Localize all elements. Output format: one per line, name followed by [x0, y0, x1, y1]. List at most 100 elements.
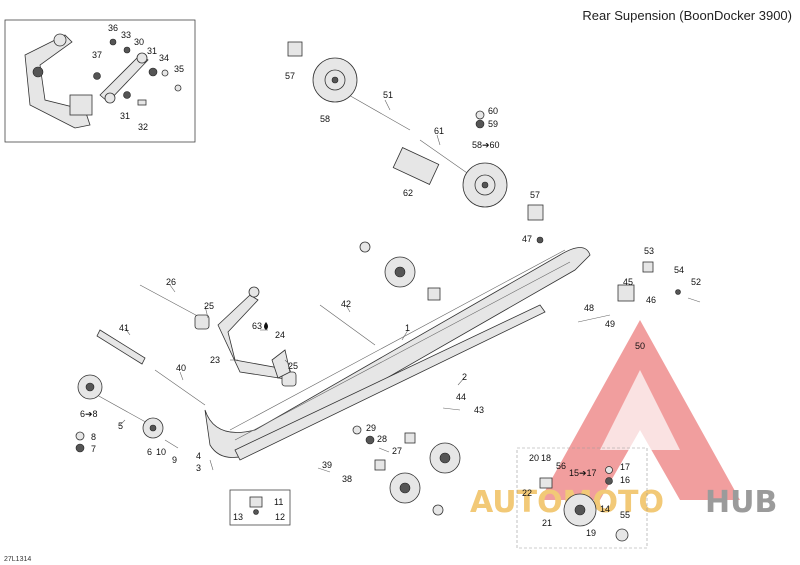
callout-52: 52: [691, 277, 701, 287]
callout-60: 60: [488, 106, 498, 116]
callout-58-60: 58➔60: [472, 140, 500, 150]
callout-24: 24: [275, 330, 285, 340]
shaft-42: [319, 304, 376, 346]
callout-47: 47: [522, 234, 532, 244]
callout-63: 63: [252, 321, 262, 331]
callout-30: 30: [134, 37, 144, 47]
callout-15-17: 15➔17: [569, 468, 597, 478]
callout-62: 62: [403, 188, 413, 198]
callout-17: 17: [620, 462, 630, 472]
callout-36: 36: [108, 23, 118, 33]
callout-18: 18: [541, 453, 551, 463]
callout-42: 42: [341, 299, 351, 309]
bolt-38: [317, 467, 331, 473]
slider-shoe: [234, 304, 546, 461]
callout-8: 8: [91, 432, 96, 442]
callout-38: 38: [342, 474, 352, 484]
inset-box-small: [229, 489, 291, 526]
cap-rear: [432, 504, 444, 516]
small-inset-drawing: [249, 496, 263, 515]
callout-14: 14: [600, 504, 610, 514]
callout-21: 21: [542, 518, 552, 528]
callout-5: 5: [118, 421, 123, 431]
callout-27: 27: [392, 446, 402, 456]
wheel-10: [142, 417, 164, 439]
block-rear-b: [374, 459, 386, 471]
bearing-16: [605, 477, 613, 485]
wheel-6-8: [77, 374, 103, 400]
callout-31b: 31: [120, 111, 130, 121]
callout-6: 6: [147, 447, 152, 457]
callout-45: 45: [623, 277, 633, 287]
callout-11: 11: [274, 497, 283, 507]
wheel-rear-c: [563, 493, 597, 527]
callout-43: 43: [474, 405, 484, 415]
callout-46: 46: [646, 295, 656, 305]
callout-55: 55: [620, 510, 630, 520]
inset-box-arm: [4, 19, 196, 143]
callout-34: 34: [159, 53, 169, 63]
plate-53: [642, 261, 654, 273]
nut-28: [365, 435, 375, 445]
callout-50: 50: [635, 341, 645, 351]
bracket-57-top: [287, 41, 303, 57]
callout-53: 53: [644, 246, 654, 256]
figure-code: 27L1314: [4, 556, 32, 563]
callout-6-8: 6➔8: [80, 409, 98, 419]
washer-54: [675, 289, 681, 295]
grease-drop-icon: [264, 322, 268, 330]
callout-7: 7: [91, 444, 96, 454]
washer-17: [605, 466, 613, 474]
wheel-58-60: [462, 162, 508, 208]
callout-29: 29: [366, 423, 376, 433]
block-rear: [404, 432, 416, 444]
spacer-62: [392, 147, 440, 185]
bolt-3: [209, 459, 214, 471]
callout-58: 58: [320, 114, 330, 124]
callout-25a: 25: [204, 301, 214, 311]
axle-51: [339, 89, 411, 131]
block-22: [539, 477, 553, 489]
nut-47: [536, 236, 544, 244]
callout-28: 28: [377, 434, 387, 444]
callout-61: 61: [434, 126, 444, 136]
bearing-59: [475, 119, 485, 129]
leader-lines: [119, 99, 466, 426]
inset-arm-drawing: [24, 33, 182, 129]
bolt-52: [687, 297, 701, 303]
arm-23: [194, 286, 297, 387]
callout-labels: 36 33 30 31 37 34 35 31 32 57 58 51 60 5…: [80, 23, 701, 538]
callout-32: 32: [138, 122, 148, 132]
callout-22: 22: [522, 488, 532, 498]
bushing-mid: [359, 241, 371, 253]
callout-51: 51: [383, 90, 393, 100]
callout-31a: 31: [147, 46, 157, 56]
callout-37: 37: [92, 50, 102, 60]
watermark-text-hub: HUB: [705, 485, 777, 520]
shaft-41: [96, 329, 146, 365]
callout-26: 26: [166, 277, 176, 287]
callout-12: 12: [275, 512, 285, 522]
shaft-40: [154, 369, 206, 406]
seal-60: [475, 110, 485, 120]
bracket-rail: [427, 287, 441, 301]
washer-29: [352, 425, 362, 435]
callout-35: 35: [174, 64, 184, 74]
callout-39: 39: [322, 460, 332, 470]
callout-2: 2: [462, 372, 467, 382]
bolt-43: [442, 407, 461, 411]
callout-10: 10: [156, 447, 166, 457]
callout-56: 56: [556, 461, 566, 471]
callout-57b: 57: [530, 190, 540, 200]
cap-55: [615, 528, 629, 542]
callout-23: 23: [210, 355, 220, 365]
callout-49: 49: [605, 319, 615, 329]
callout-9: 9: [172, 455, 177, 465]
callout-41: 41: [119, 323, 129, 333]
inset-box-rear-idler: [516, 447, 648, 549]
wheel-rear-b: [389, 472, 421, 504]
callout-40: 40: [176, 363, 186, 373]
callout-19: 19: [586, 528, 596, 538]
callout-48: 48: [584, 303, 594, 313]
